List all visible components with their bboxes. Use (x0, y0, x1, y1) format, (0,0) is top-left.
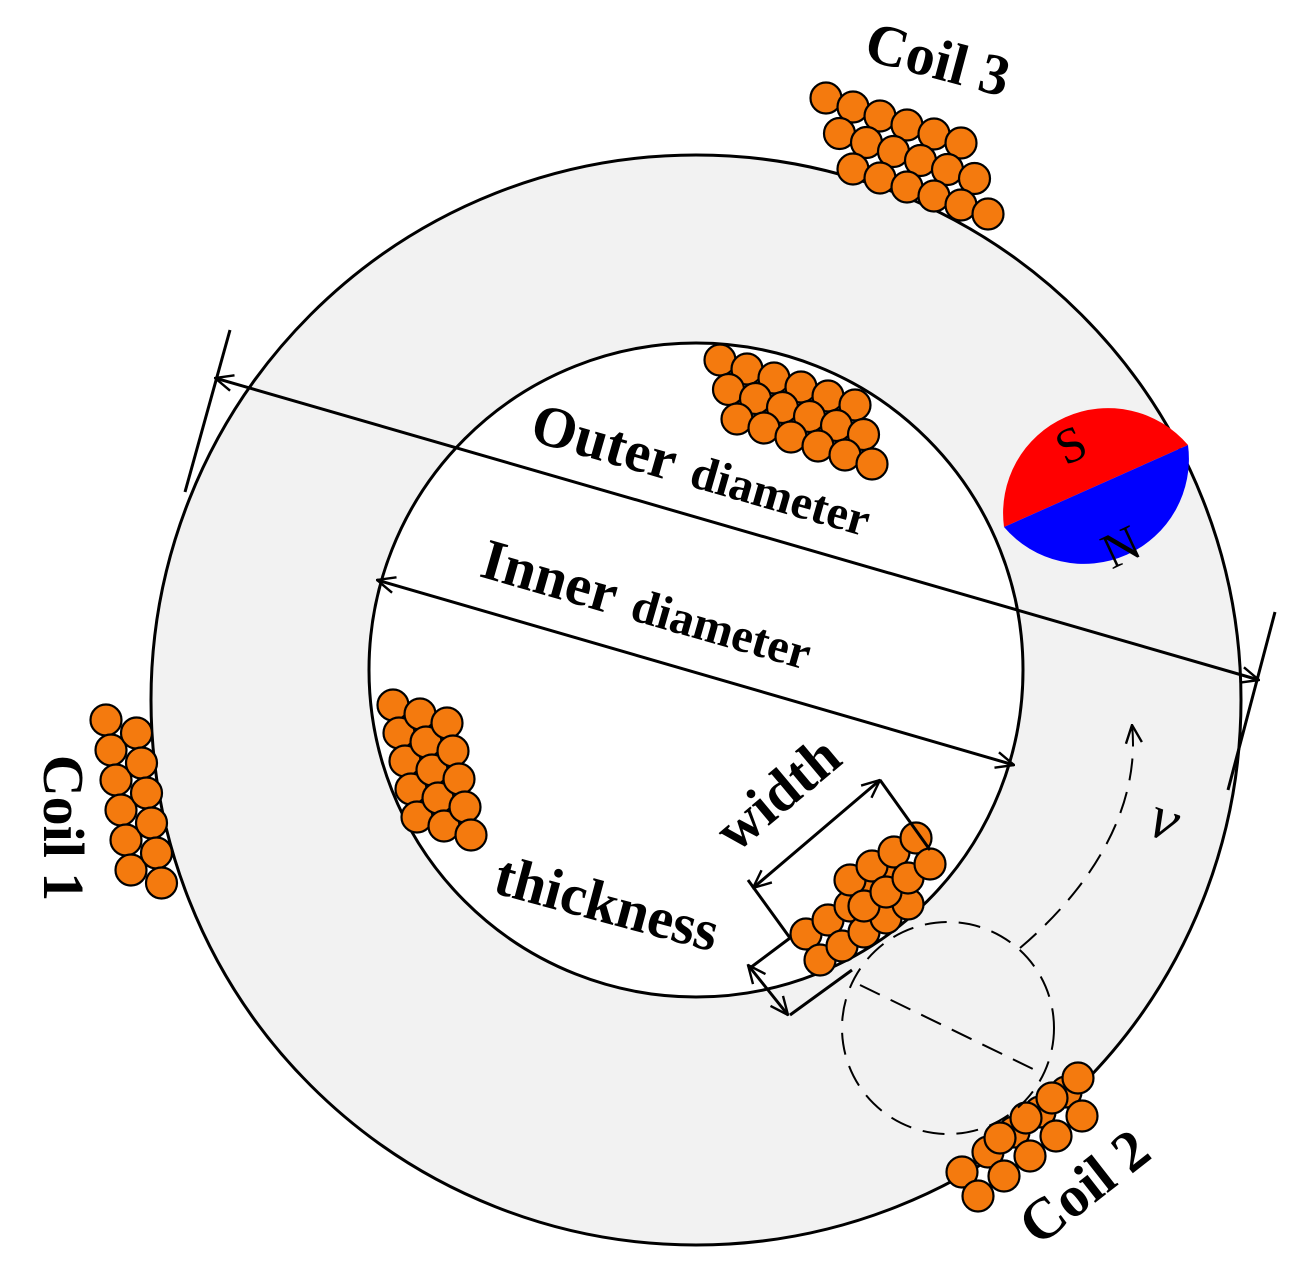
coil-wire-turn (144, 866, 179, 900)
coil-wire-turn (454, 818, 488, 852)
coil-wire-turn (1009, 1101, 1043, 1135)
coil-wire-turn (430, 706, 464, 740)
coil-3-winding (809, 81, 1005, 231)
coil-wire-turn (1013, 1139, 1047, 1173)
coil-wire-turn (944, 126, 978, 160)
coil-wire-turn (957, 161, 992, 196)
coil-wire-turn (139, 836, 174, 870)
magnet-north-half (1004, 445, 1189, 564)
coil-wire-turn (442, 762, 476, 796)
coil-wire-turn (1039, 1119, 1073, 1153)
magnet-travel-indicator (841, 725, 1133, 1135)
coil-wire-turn (855, 447, 889, 481)
coil-wire-turn (129, 776, 164, 810)
coil-wire-turn (1061, 1061, 1095, 1095)
coil-wire-turn (913, 847, 947, 881)
coil-3-label: Coil 3 (859, 9, 1017, 110)
coil-wire-turn (448, 790, 482, 824)
coil-2-winding (945, 1061, 1099, 1213)
inner-diameter-arrow (377, 580, 1014, 765)
coil-wire-turn (1065, 1099, 1099, 1133)
coil-wire-turn (134, 806, 169, 840)
coil-wire-turn (436, 734, 470, 768)
coil-wire-turn (945, 1155, 979, 1189)
coil-wire-turn (987, 1159, 1021, 1193)
magnet-south-half (1003, 408, 1188, 527)
coil-wire-turn (119, 716, 154, 750)
coil-wire-turn (114, 853, 148, 887)
coil-wire-turn (983, 1121, 1017, 1155)
coil-wire-turn (89, 703, 123, 737)
coil-wire-turn (971, 197, 1005, 231)
coil-wire-turn (124, 746, 159, 780)
coil-dimension-lines (748, 780, 932, 1015)
coil-wire-turn (1035, 1081, 1069, 1115)
outer-diameter-dimension (183, 329, 1277, 791)
coil-wire-turn (961, 1179, 995, 1213)
coil-1-label: Coil 1 (31, 755, 96, 902)
coil-1-winding (89, 703, 179, 900)
coil-wire-turn (899, 821, 933, 855)
